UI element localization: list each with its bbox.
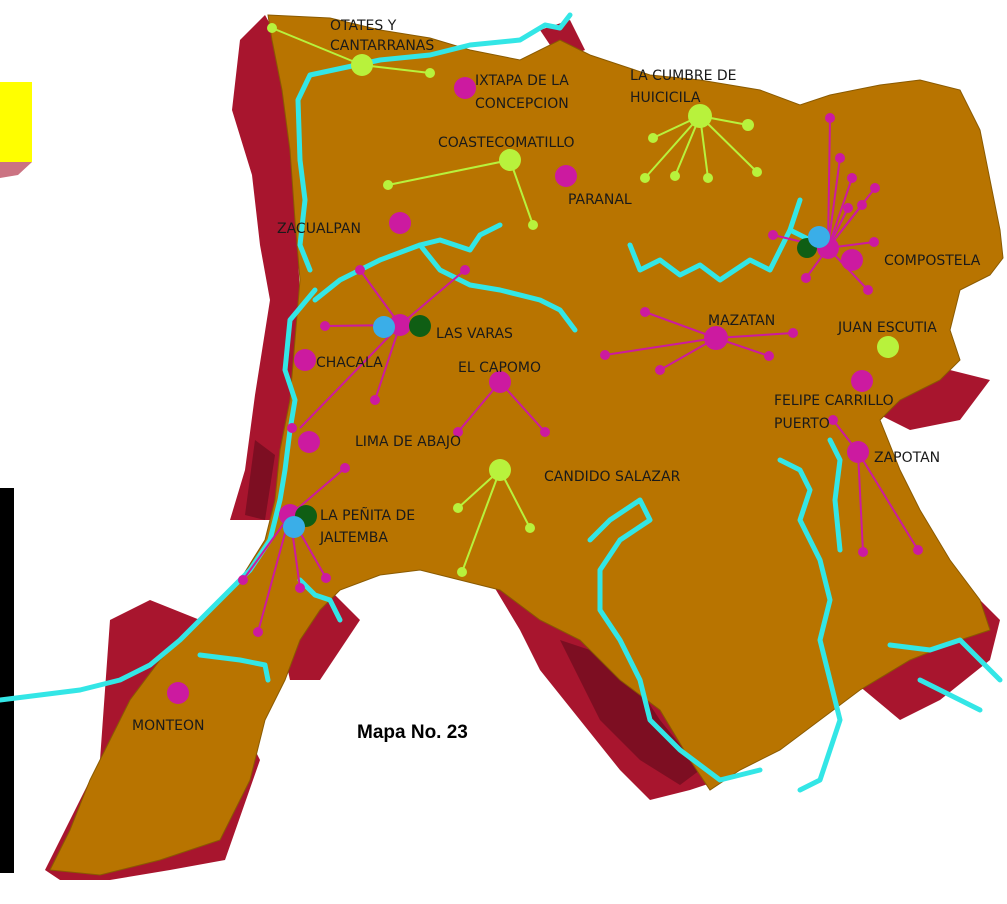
legend-yellow-box: [0, 82, 32, 162]
legend-black-bar: [0, 488, 14, 873]
marker-felipe: [851, 370, 873, 392]
marker-varas: [389, 314, 411, 336]
label-cumbre-1: LA CUMBRE DE: [630, 68, 737, 84]
label-compostela: COMPOSTELA: [884, 253, 981, 269]
label-lima: LIMA DE ABAJO: [355, 434, 461, 450]
label-mazatan: MAZATAN: [708, 313, 775, 329]
node-dots-magenta: [238, 113, 923, 637]
marker-varas-green: [409, 315, 431, 337]
marker-monteon: [167, 682, 189, 704]
label-felipe-1: FELIPE CARRILLO: [774, 393, 894, 409]
marker-ixtapa: [454, 77, 476, 99]
rivers: [0, 12, 1003, 793]
marker-otates: [351, 54, 373, 76]
label-ixtapa-1: IXTAPA DE LA: [475, 73, 569, 89]
relief-dark-layer: [245, 440, 700, 785]
locality-markers: [167, 54, 899, 704]
marker-chacala: [294, 349, 316, 371]
place-labels: OTATES Y CANTARRANAS IXTAPA DE LA CONCEP…: [132, 18, 981, 734]
label-zacualpan: ZACUALPAN: [277, 221, 361, 237]
label-penita-2: JALTEMBA: [319, 530, 388, 546]
marker-penita-blue: [283, 516, 305, 538]
label-varas: LAS VARAS: [436, 326, 513, 342]
marker-zapotan: [847, 441, 869, 463]
map-title: Mapa No. 23: [357, 722, 468, 743]
label-zapotan: ZAPOTAN: [874, 450, 940, 466]
marker-compostela: [841, 249, 863, 271]
label-paranal: PARANAL: [568, 192, 632, 208]
label-ixtapa-2: CONCEPCION: [475, 96, 569, 112]
marker-compostela-blue: [808, 226, 830, 248]
legend-shadow: [0, 162, 32, 178]
label-escutia: JUAN ESCUTIA: [837, 320, 937, 336]
label-otates-1: OTATES Y: [330, 18, 397, 34]
marker-cumbre: [688, 104, 712, 128]
marker-zacualpan: [389, 212, 411, 234]
marker-mazatan: [704, 326, 728, 350]
label-penita-1: LA PEÑITA DE: [320, 507, 415, 524]
label-candido: CANDIDO SALAZAR: [544, 469, 681, 485]
label-chacala: CHACALA: [316, 355, 383, 371]
label-otates-2: CANTARRANAS: [330, 38, 434, 54]
node-dots-lime: [267, 23, 762, 577]
marker-coaste: [499, 149, 521, 171]
label-capomo: EL CAPOMO: [458, 360, 541, 376]
marker-varas-blue: [373, 316, 395, 338]
marker-escutia: [877, 336, 899, 358]
marker-lima: [298, 431, 320, 453]
label-felipe-2: PUERTO: [774, 416, 830, 432]
label-cumbre-2: HUICICILA: [630, 90, 701, 106]
marker-paranal: [555, 165, 577, 187]
marker-candido: [489, 459, 511, 481]
label-coaste: COASTECOMATILLO: [438, 135, 575, 151]
marker-capomo: [489, 371, 511, 393]
label-monteon: MONTEON: [132, 718, 204, 734]
